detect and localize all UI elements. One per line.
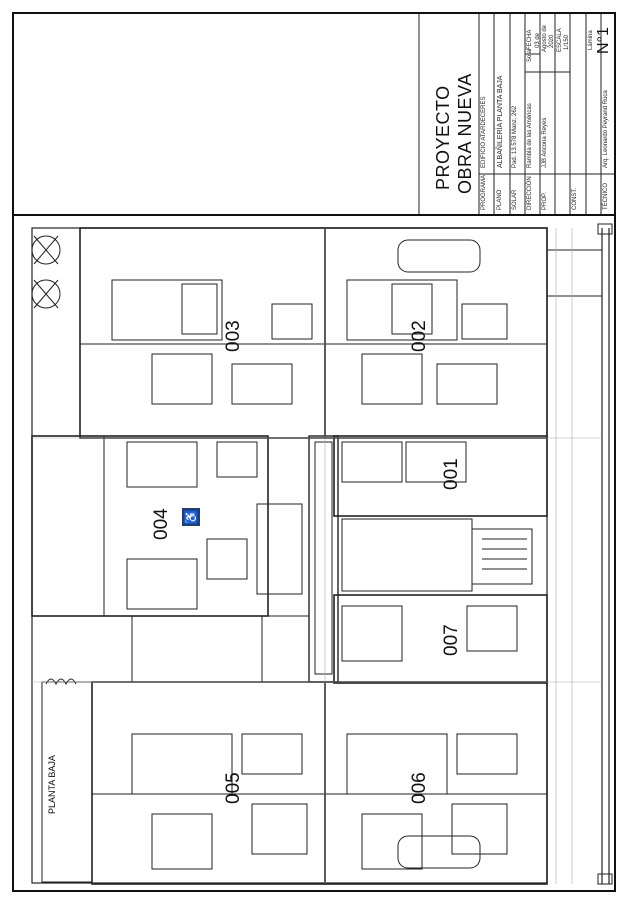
solar-extra: Solar [527,47,533,62]
floor-plan-lines [31,223,613,885]
title-block-grid [418,14,614,214]
lamina-value: N°1 [595,27,612,54]
project-title-line1: PROYECTO [433,85,453,190]
solar-value: Pad. 13.578 Manz. 262 [512,105,518,168]
fecha-label: FECHA [527,29,533,50]
floor-plan: ♿ 003 002 001 004 007 005 006 PLANTA BAJ… [12,214,614,890]
fecha-value-2: Agosto de [542,24,548,52]
unit-label-003: 003 [223,320,244,352]
unit-label-006: 006 [409,772,430,804]
tecnico-label: TÉCNICO [603,183,609,210]
unit-label-007: 007 [441,624,462,656]
prop-label: PROP. [542,192,548,210]
unit-label-001: 001 [441,458,462,490]
tecnico-value: Arq. Leonardo Peyrand Rúca [603,90,609,168]
solar-label: SOLAR [512,189,518,210]
programa-value: EDIFICIO ATARDECERES [481,96,487,168]
programa-label: PROGRAMA [481,174,487,210]
unit-label-004: 004 [151,508,172,540]
escala-value: 1/150 [564,34,570,50]
title-block: PROYECTO OBRA NUEVA PROGRAMA EDIFICIO AT… [14,14,614,216]
lamina-label: Lámina [588,30,594,50]
plano-label: PLANO [497,189,503,210]
const-label: CONST. [572,187,578,210]
escala-label: ESCALA [557,28,563,52]
unit-label-002: 002 [409,320,430,352]
prop-value: JJB Ancona Reyes [542,117,548,168]
project-title-line2: OBRA NUEVA [455,73,475,194]
direccion-label: DIRECCIÓN [527,176,533,210]
wheelchair-icon: ♿ [182,508,200,526]
direccion-value: Rambla de las Américas [527,103,533,168]
drawing-sheet: PROYECTO OBRA NUEVA PROGRAMA EDIFICIO AT… [12,12,616,892]
unit-label-005: 005 [223,772,244,804]
fecha-value-3: 2020 [549,34,555,48]
fecha-value-1: 03 de [535,32,541,48]
plan-label: PLANTA BAJA [47,755,57,814]
plano-value: ALBAÑILERÍA PLANTA BAJA [497,75,504,168]
